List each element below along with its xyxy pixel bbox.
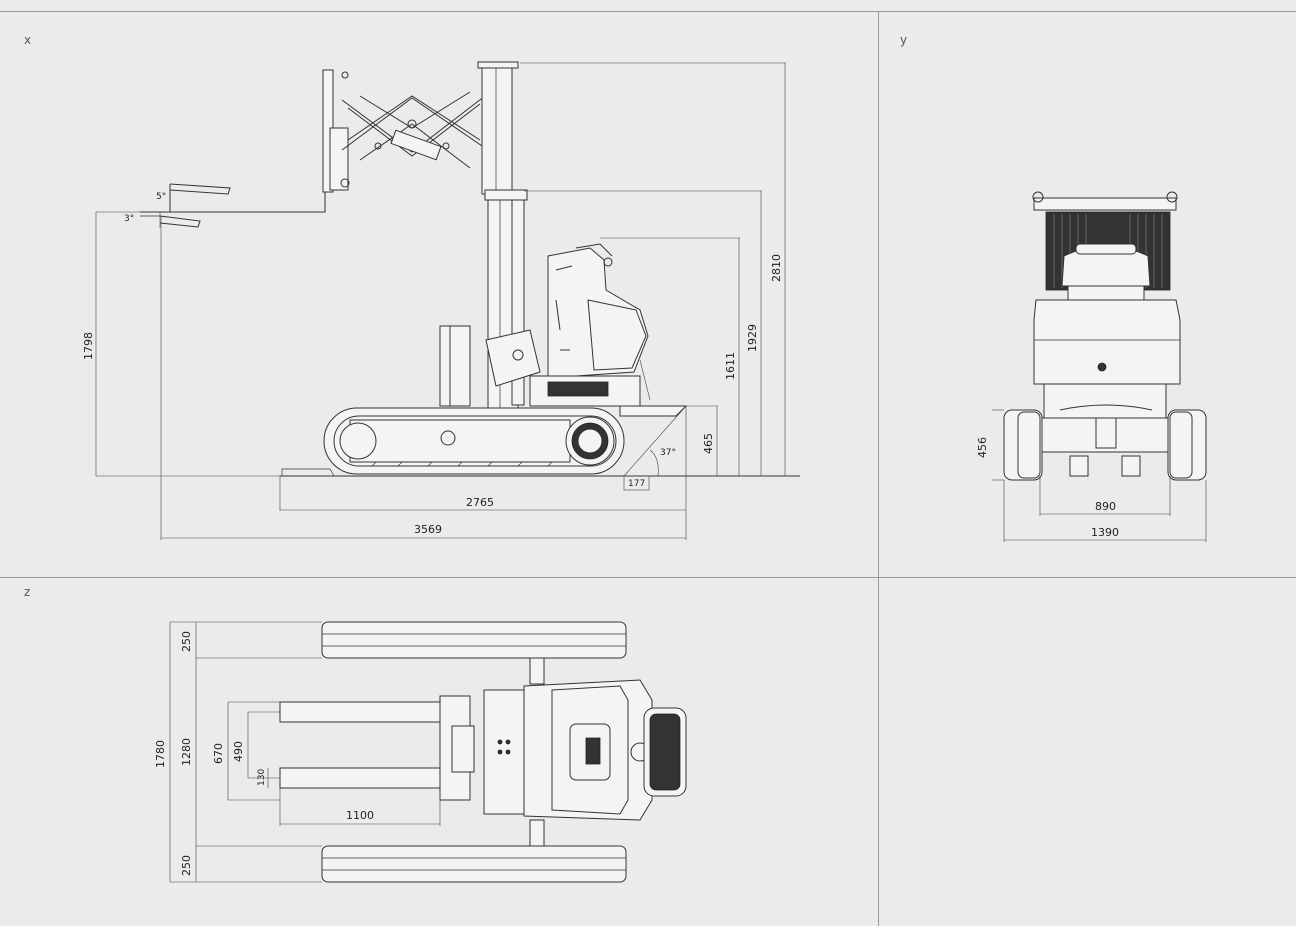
dim-inner-track-width: 890 (1095, 500, 1116, 513)
dim-ground-clearance-rear: 465 (702, 433, 715, 454)
dim-seat-height: 1611 (724, 352, 737, 380)
dim-fork-tilt-up: 5° (156, 192, 166, 202)
panel-grid (0, 11, 1296, 926)
panel-x-label: x (24, 33, 31, 47)
top-view-drawing (169, 621, 687, 883)
dim-rear-overhang: 177 (628, 479, 645, 489)
dim-track-height: 456 (976, 437, 989, 458)
dim-fork-spread-inner: 490 (232, 741, 245, 762)
dim-overall-width-z: 1780 (154, 740, 167, 768)
dim-fork-width: 130 (257, 769, 267, 786)
dim-track-length: 2765 (466, 496, 494, 509)
dim-overall-width-y: 1390 (1091, 526, 1119, 539)
front-view-drawing (992, 191, 1207, 542)
dim-overhead-guard-height: 1929 (746, 324, 759, 352)
dim-departure-angle: 37° (660, 448, 676, 458)
dim-fork-tilt-down: 3° (124, 214, 134, 224)
panel-z-label: z (24, 585, 30, 599)
side-view-drawing (95, 61, 800, 540)
dim-fork-spread-outer: 670 (212, 743, 225, 764)
dim-track-width-bottom: 250 (180, 855, 193, 876)
dim-fork-length: 1100 (346, 809, 374, 822)
dim-inner-width: 1280 (180, 738, 193, 766)
dim-mast-height: 2810 (770, 254, 783, 282)
dim-fork-lift-height: 1798 (82, 332, 95, 360)
dim-overall-length: 3569 (414, 523, 442, 536)
panel-y-label: y (900, 33, 907, 47)
dim-track-width-top: 250 (180, 631, 193, 652)
